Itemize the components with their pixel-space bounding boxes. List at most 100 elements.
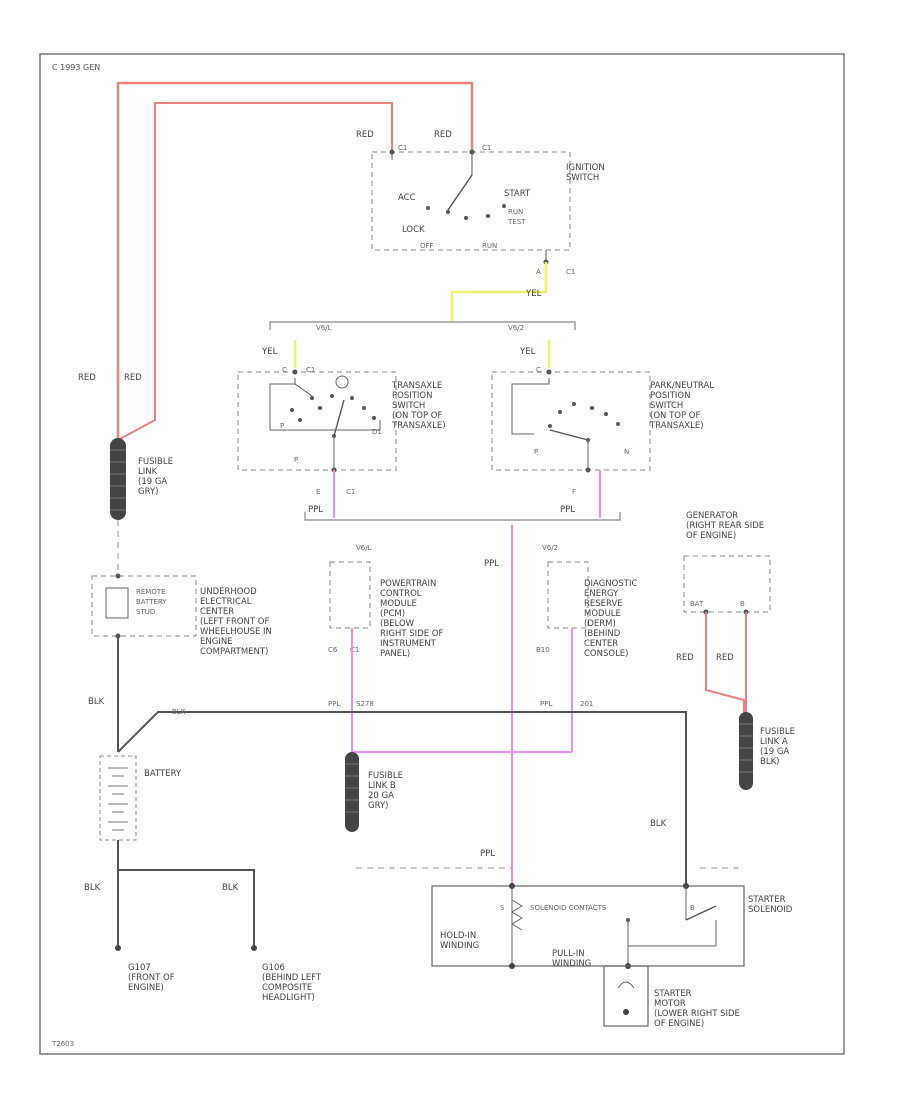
battery-wire-top-label: BLK (88, 697, 105, 707)
bus-id-right-label: 201 (580, 700, 593, 708)
red-wire-generator-left (705, 612, 745, 716)
yellow-wire-main (450, 262, 548, 322)
svg-text:P: P (294, 456, 298, 464)
svg-text:C: C (536, 366, 541, 374)
svg-text:C1: C1 (306, 366, 315, 374)
ign-acc-label: ACC (398, 193, 416, 203)
ign-wire-right-label: RED (434, 130, 452, 140)
ground-g107-icon (115, 945, 121, 951)
svg-text:B10: B10 (536, 646, 550, 654)
gen-wire-right-label: RED (716, 653, 734, 663)
svg-text:C1: C1 (398, 144, 407, 152)
battery-title: BATTERY (144, 769, 182, 779)
svg-text:F: F (572, 488, 576, 496)
battery: BATTERY (99, 755, 182, 841)
tx-wire-out-label: PPL (308, 505, 323, 515)
bus-ppl-right-label: PPL (540, 700, 552, 708)
svg-text:C1: C1 (566, 268, 575, 276)
svg-text:P: P (280, 422, 284, 430)
ign-run2-label: RUN (482, 242, 497, 250)
bus-id-left-label: S278 (356, 700, 374, 708)
ign-off-label: OFF (420, 242, 434, 250)
gen-wire-left-label: RED (676, 653, 694, 663)
ign-wire-left-label: RED (356, 130, 374, 140)
ground-wire-label-1: BLK (84, 883, 101, 893)
svg-text:C1: C1 (346, 488, 355, 496)
split-bracket (269, 321, 576, 330)
bus-blk-right-label: BLK (650, 819, 667, 829)
ign-lock-label: LOCK (402, 225, 425, 235)
ground-g106-icon (251, 945, 257, 951)
diagram-frame (39, 53, 845, 1055)
svg-text:C: C (282, 366, 287, 374)
fusible-link-main (110, 438, 126, 520)
ign-out-wire-label: YEL (525, 289, 542, 299)
figure-id: T2603 (51, 1040, 74, 1048)
starter-contacts-label: SOLENOID CONTACTS (530, 904, 607, 912)
ign-start-label: START (504, 189, 531, 199)
svg-text:C1: C1 (482, 144, 491, 152)
svg-text:B: B (690, 904, 695, 912)
copyright-text: C 1993 GEN (52, 63, 100, 72)
merge-bracket (304, 512, 621, 521)
ground-wire-label-2: BLK (222, 883, 239, 893)
bus-ppl-bottom-label: PPL (480, 849, 495, 859)
pn-wire-in-label: YEL (519, 347, 536, 357)
svg-text:P: P (534, 448, 538, 456)
pn-wire-out-label: PPL (560, 505, 575, 515)
red-wire-outer (116, 81, 474, 440)
diag-top-label: V6/2 (542, 544, 558, 552)
fusible-link-a (739, 712, 753, 790)
tx-wire-in-label: YEL (261, 347, 278, 357)
pcm-top-label: V6/L (356, 544, 372, 552)
svg-text:D1: D1 (372, 428, 382, 436)
svg-text:C1: C1 (350, 646, 359, 654)
svg-text:A: A (536, 268, 541, 276)
fusible-wire-left-label: RED (78, 373, 96, 383)
svg-text:S: S (500, 904, 505, 912)
fusible-wire-right-label: RED (124, 373, 142, 383)
svg-text:B: B (740, 600, 745, 608)
split-right-label: V6/2 (508, 324, 524, 332)
blk-wire-ground-2 (118, 869, 255, 946)
bus-ppl-center-label: PPL (484, 559, 499, 569)
split-left-label: V6/L (316, 324, 332, 332)
svg-text:C6: C6 (328, 646, 338, 654)
svg-text:BAT: BAT (690, 600, 704, 608)
svg-text:N: N (624, 448, 629, 456)
bus-ppl-left-label: PPL (328, 700, 340, 708)
battery-wire-right-label: BLK (172, 708, 186, 716)
blk-wire-battery-starter (117, 711, 687, 886)
red-wire-inner (117, 102, 393, 441)
svg-text:E: E (316, 488, 320, 496)
